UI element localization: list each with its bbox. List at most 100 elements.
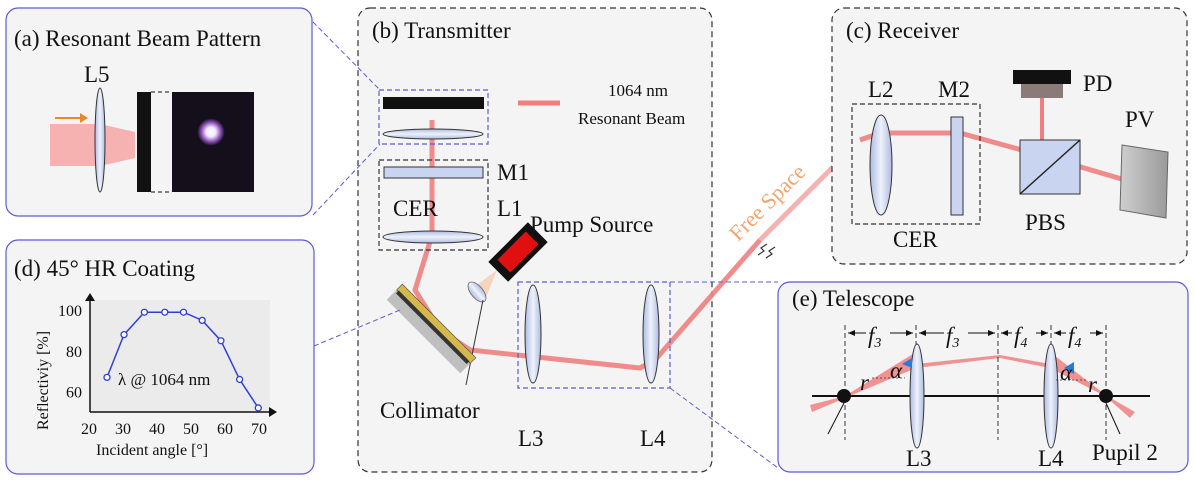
orange-arrow-head: [80, 113, 88, 123]
beam-label-wavelength: 1064 nm: [608, 81, 668, 100]
chart-plot-area: [90, 300, 270, 412]
x-axis-label: Incident angle [°]: [96, 442, 208, 459]
y-axis-arrow: [85, 293, 95, 301]
beam-spot: [197, 118, 225, 146]
label-alpha-left: α: [890, 358, 903, 383]
pv-panel: [1119, 144, 1169, 219]
break-symbol: [757, 243, 776, 259]
pump-source: [488, 222, 548, 282]
label-cer-receiver: CER: [893, 227, 938, 252]
label-f4-second: f4: [1068, 323, 1081, 351]
label-f4-first: f4: [1014, 323, 1027, 351]
beam-label-resonant: Resonant Beam: [578, 109, 685, 128]
angle-marker-left: [902, 358, 912, 368]
label-r-right: r: [1088, 372, 1098, 397]
data-point: [254, 404, 262, 412]
y-tick-80: 80: [66, 344, 82, 361]
pump-lens: [467, 281, 487, 303]
f4-label-bg-1: [1012, 322, 1036, 346]
top-lens: [382, 128, 484, 140]
resonant-pattern-title: (a) Resonant Beam Pattern: [14, 26, 262, 51]
f3-label-bg-2: [944, 322, 968, 346]
label-m1: M1: [497, 160, 529, 185]
receiver-frame: [831, 7, 1188, 265]
label-l5: L5: [84, 62, 110, 87]
lens-l4: [642, 284, 660, 384]
pupil-1-leader: [827, 402, 845, 435]
hr-coating-title: (d) 45° HR Coating: [14, 256, 196, 281]
receiver-cer-box: [851, 103, 981, 225]
x-axis-arrow: [269, 407, 277, 417]
top-mirror: [383, 97, 484, 109]
label-cer-transmitter: CER: [393, 196, 438, 221]
telescope-box: [517, 281, 671, 389]
label-alpha-right: α: [1060, 360, 1073, 385]
data-point: [103, 373, 111, 382]
dimension-arrowheads: [848, 330, 1103, 336]
telescope-label-l4: L4: [1038, 446, 1064, 471]
data-point: [235, 375, 244, 384]
pupil-2-leader: [1105, 402, 1121, 435]
telescope-title: (e) Telescope: [792, 286, 914, 311]
y-tick-60: 60: [66, 385, 82, 402]
angle-marker-right: [1064, 362, 1074, 374]
x-tick-60: 60: [217, 421, 233, 438]
f4-label-bg-2: [1066, 322, 1090, 346]
data-point: [161, 308, 169, 316]
lens-l2: [869, 114, 893, 216]
label-f3-second: f3: [946, 323, 959, 351]
x-tick-50: 50: [183, 421, 199, 438]
transmitter-panel: (b) Transmitter 1064 nm Resonant Beam M1…: [357, 7, 762, 473]
y-axis-label: Reflectiviy [%]: [35, 331, 52, 430]
label-pd: PD: [1083, 71, 1112, 96]
label-pump-source: Pump Source: [530, 212, 653, 237]
top-optics-box: [378, 89, 489, 145]
data-point: [217, 337, 225, 345]
data-point: [140, 308, 149, 316]
connector-a-bottom: [312, 143, 381, 216]
chart-annotation: λ @ 1064 nm: [118, 370, 210, 389]
data-point: [120, 330, 128, 339]
data-point: [198, 316, 206, 325]
label-pv: PV: [1125, 107, 1155, 132]
x-tick-40: 40: [149, 421, 165, 438]
pbs-diagonal: [1019, 139, 1081, 195]
lens-l5: [94, 87, 106, 193]
photodiode-window: [1021, 84, 1063, 98]
x-tick-70: 70: [251, 421, 267, 438]
screen: [137, 92, 151, 192]
mirror-m1: [383, 166, 484, 179]
pupil-1: [837, 389, 851, 403]
label-l2: L2: [868, 77, 894, 102]
incident-beam: [50, 124, 135, 166]
data-point: [179, 308, 188, 316]
label-m2: M2: [938, 77, 970, 102]
f3-label-bg-1: [866, 322, 890, 346]
lens-l3: [524, 284, 542, 384]
telescope-lens-l3: [909, 343, 925, 449]
collimator-leader: [465, 299, 484, 386]
telescope-label-l3: L3: [906, 446, 932, 471]
label-r-left: r: [860, 370, 870, 395]
label-f3-first: f3: [868, 323, 881, 351]
label-pbs: PBS: [1025, 210, 1066, 235]
label-l1: L1: [497, 196, 523, 221]
label-collimator: Collimator: [380, 398, 480, 423]
collimator-mirror: [386, 283, 477, 374]
telescope-lens-l4: [1043, 343, 1059, 449]
label-pupil-2: Pupil 2: [1092, 440, 1158, 465]
label-l4: L4: [640, 426, 666, 451]
lens-l1: [382, 230, 484, 244]
mirror-m2: [950, 116, 964, 216]
x-tick-30: 30: [115, 421, 131, 438]
pupil-2: [1099, 389, 1113, 403]
receiver-title: (c) Receiver: [846, 18, 959, 43]
receiver-panel: (c) Receiver L2 M2 CER PD PBS PV: [831, 7, 1188, 265]
cer-box: [378, 159, 489, 251]
photodiode-body: [1013, 70, 1071, 84]
